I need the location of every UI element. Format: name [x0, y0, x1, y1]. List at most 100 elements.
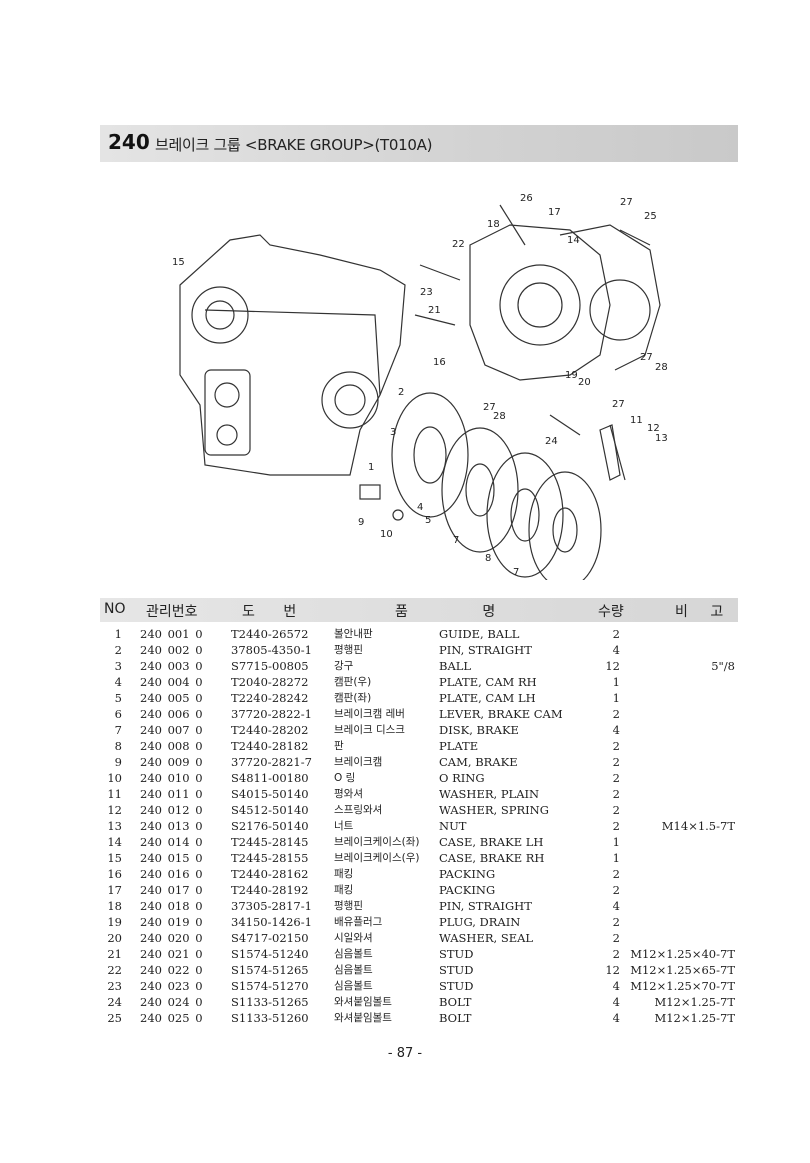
row-name-korean: 브레이크캠 레버	[334, 708, 405, 720]
row-name-korean: 와셔붙임볼트	[334, 1012, 392, 1024]
row-no: 4	[114, 675, 122, 689]
svg-text:20: 20	[578, 377, 591, 388]
section-title: 브레이크 그룹 <BRAKE GROUP>(T010A)	[155, 136, 433, 154]
row-drawing-no: 37305-2817-1	[231, 899, 312, 913]
svg-text:5: 5	[425, 515, 431, 526]
row-drawing-no: S1133-51260	[231, 1011, 309, 1025]
row-no: 18	[107, 899, 122, 913]
svg-text:15: 15	[172, 257, 185, 268]
header-drawing-no: 도 번	[242, 604, 297, 620]
svg-text:27: 27	[612, 399, 625, 410]
svg-text:19: 19	[565, 370, 578, 381]
svg-text:10: 10	[380, 529, 393, 540]
svg-text:7: 7	[453, 535, 459, 546]
row-no: 25	[107, 1011, 122, 1025]
row-drawing-no: T2440-28182	[231, 739, 309, 753]
row-name-english: LEVER, BRAKE CAM	[439, 707, 563, 721]
row-name-english: CAM, BRAKE	[439, 755, 518, 769]
row-name-english: DISK, BRAKE	[439, 723, 519, 737]
row-management-no: 240 001 0	[140, 627, 203, 641]
row-quantity: 4	[612, 979, 620, 993]
svg-text:27: 27	[483, 402, 496, 413]
row-management-no: 240 023 0	[140, 979, 203, 993]
svg-text:2: 2	[398, 387, 404, 398]
row-no: 9	[114, 755, 122, 769]
row-quantity: 2	[612, 867, 620, 881]
row-remark: M12×1.25×40-7T	[630, 947, 735, 961]
row-quantity: 4	[612, 643, 620, 657]
row-management-no: 240 022 0	[140, 963, 203, 977]
row-management-no: 240 021 0	[140, 947, 203, 961]
title-bar	[100, 125, 738, 162]
row-management-no: 240 016 0	[140, 867, 203, 881]
row-no: 19	[107, 915, 122, 929]
row-drawing-no: S4512-50140	[231, 803, 309, 817]
row-drawing-no: T2445-28155	[231, 851, 309, 865]
row-quantity: 2	[612, 803, 620, 817]
row-management-no: 240 005 0	[140, 691, 203, 705]
row-no: 11	[107, 787, 122, 801]
row-name-english: NUT	[439, 819, 467, 833]
row-drawing-no: S4015-50140	[231, 787, 309, 801]
header-part-name: 품 명	[395, 604, 496, 620]
row-drawing-no: S1133-51265	[231, 995, 309, 1009]
row-name-english: CASE, BRAKE LH	[439, 835, 544, 849]
row-management-no: 240 013 0	[140, 819, 203, 833]
row-name-korean: 브레이크케이스(우)	[334, 852, 420, 864]
row-name-korean: 브레이크캠	[334, 756, 383, 768]
row-drawing-no: S2176-50140	[231, 819, 309, 833]
row-quantity: 12	[605, 963, 620, 977]
row-quantity: 2	[612, 739, 620, 753]
row-quantity: 2	[612, 915, 620, 929]
row-drawing-no: S4717-02150	[231, 931, 309, 945]
row-name-korean: 평행핀	[334, 900, 363, 912]
row-no: 16	[107, 867, 122, 881]
row-name-korean: 패킹	[334, 868, 354, 880]
exploded-parts-diagram: 26 17 27 25 18 22 14 15 23 21 16 19 20 2…	[172, 193, 668, 580]
row-management-no: 240 002 0	[140, 643, 203, 657]
svg-text:28: 28	[655, 362, 668, 373]
svg-text:8: 8	[485, 553, 491, 564]
table-header-bar	[100, 598, 738, 622]
row-no: 13	[107, 819, 122, 833]
row-quantity: 4	[612, 995, 620, 1009]
row-drawing-no: T2445-28145	[231, 835, 309, 849]
row-name-korean: 시일와셔	[334, 932, 373, 944]
row-name-english: BOLT	[439, 995, 472, 1009]
row-no: 5	[114, 691, 122, 705]
row-name-korean: 평행핀	[334, 644, 363, 656]
row-name-korean: 심음볼트	[334, 964, 373, 976]
row-name-english: PIN, STRAIGHT	[439, 643, 532, 657]
svg-text:24: 24	[545, 436, 558, 447]
row-management-no: 240 006 0	[140, 707, 203, 721]
row-management-no: 240 011 0	[140, 787, 203, 801]
row-management-no: 240 025 0	[140, 1011, 203, 1025]
svg-text:28: 28	[493, 411, 506, 422]
row-quantity: 1	[612, 675, 620, 689]
row-quantity: 2	[612, 787, 620, 801]
svg-text:3: 3	[390, 427, 396, 438]
svg-text:26: 26	[520, 193, 533, 204]
row-name-english: BOLT	[439, 1011, 472, 1025]
row-drawing-no: T2440-28202	[231, 723, 309, 737]
row-no: 17	[107, 883, 122, 897]
row-no: 24	[107, 995, 122, 1009]
row-management-no: 240 008 0	[140, 739, 203, 753]
svg-text:27: 27	[640, 352, 653, 363]
row-name-english: WASHER, PLAIN	[439, 787, 540, 801]
header-quantity: 수량	[598, 604, 624, 620]
row-name-english: PLATE, CAM RH	[439, 675, 537, 689]
row-no: 2	[114, 643, 122, 657]
row-management-no: 240 018 0	[140, 899, 203, 913]
row-name-korean: 패킹	[334, 884, 354, 896]
svg-text:11: 11	[630, 415, 643, 426]
row-name-english: CASE, BRAKE RH	[439, 851, 545, 865]
row-name-english: PLATE, CAM LH	[439, 691, 536, 705]
